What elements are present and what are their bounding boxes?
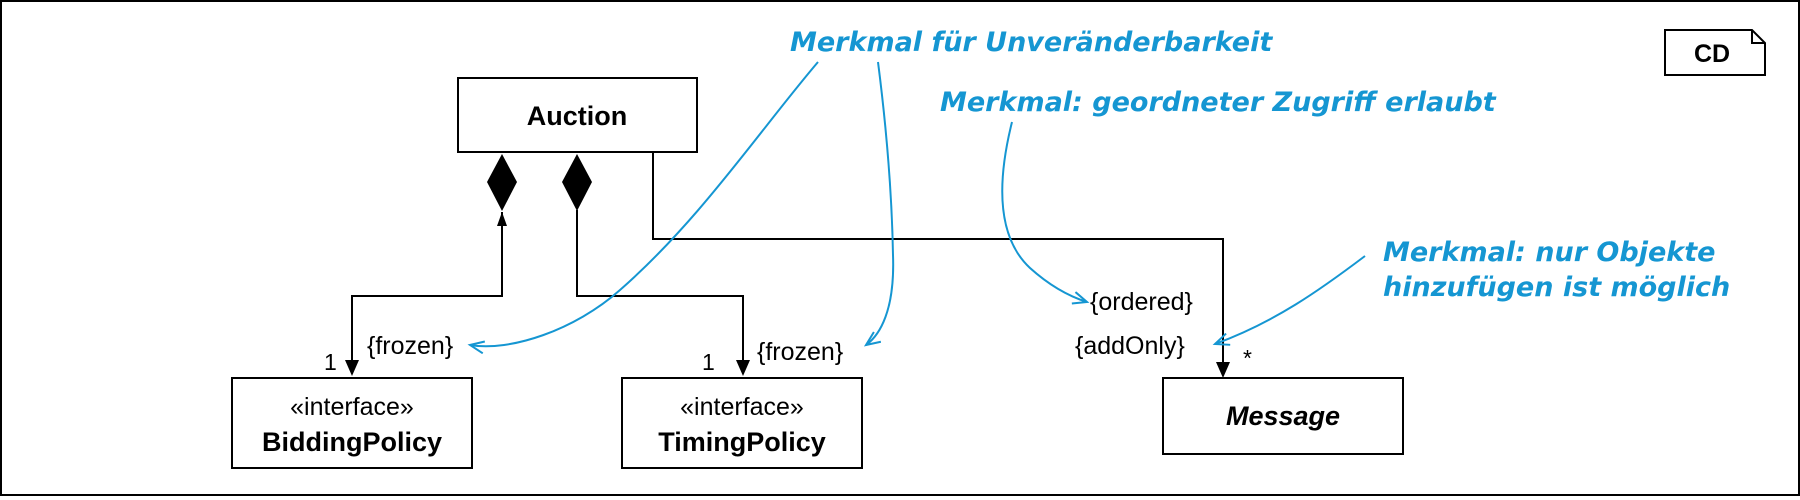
annotation-addonly-line1: Merkmal: nur Objekte: [1383, 237, 1715, 268]
callout-ordered: [1001, 121, 1090, 305]
multiplicity-bidding: 1: [324, 349, 337, 375]
annotation-addonly-line2: hinzufügen ist möglich: [1383, 272, 1730, 303]
class-name: Message: [1226, 401, 1340, 431]
class-name: Auction: [527, 101, 628, 131]
annotation-ordered: Merkmal: geordneter Zugriff erlaubt: [940, 87, 1497, 118]
class-stereotype: «interface»: [680, 393, 804, 421]
constraint-frozen-bidding: {frozen}: [367, 332, 453, 360]
class-name: BiddingPolicy: [262, 427, 442, 457]
callout-frozen-bidding: [467, 61, 819, 355]
arrow-head: [1216, 362, 1230, 378]
class-bidding-policy[interactable]: «interface» BiddingPolicy: [231, 377, 473, 469]
multiplicity-timing: 1: [702, 349, 715, 375]
class-stereotype: «interface»: [290, 393, 414, 421]
callout-addonly: [1212, 255, 1366, 346]
association-messages: [652, 152, 1230, 378]
constraint-addonly: {addOnly}: [1075, 332, 1185, 360]
arrow-head: [736, 360, 750, 376]
arrow-head: [345, 360, 359, 376]
class-auction[interactable]: Auction: [457, 77, 698, 153]
constraint-ordered: {ordered}: [1090, 288, 1193, 316]
composition-diamond-bidding: [487, 154, 517, 211]
class-message[interactable]: Message: [1162, 377, 1404, 455]
annotation-frozen: Merkmal für Unveränderbarkeit: [790, 27, 1273, 58]
class-timing-policy[interactable]: «interface» TimingPolicy: [621, 377, 863, 469]
diagram-type-tag: CD: [1664, 29, 1766, 76]
composition-diamond-timing: [562, 154, 592, 211]
association-bidding: [345, 212, 507, 376]
constraint-frozen-timing: {frozen}: [757, 338, 843, 366]
class-name: TimingPolicy: [658, 427, 826, 457]
association-timing: [576, 210, 750, 376]
diagram-type-label: CD: [1694, 40, 1730, 68]
callout-frozen-timing: [863, 61, 895, 347]
multiplicity-messages: *: [1243, 345, 1252, 371]
